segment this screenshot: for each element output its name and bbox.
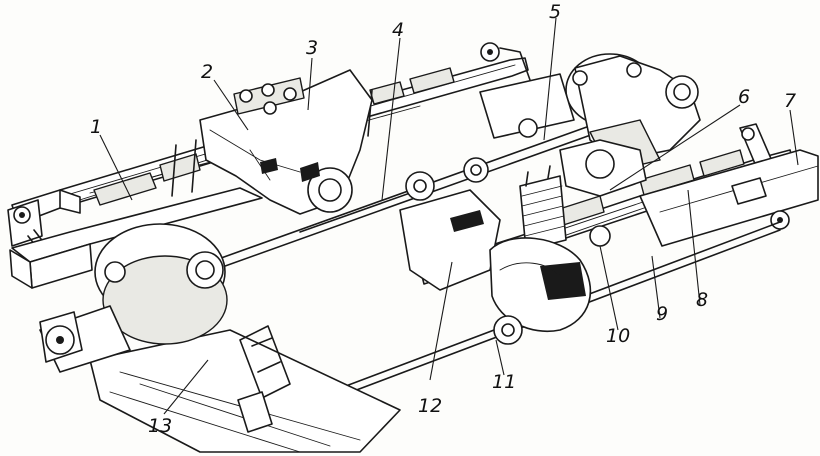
label-11: 11 (492, 371, 516, 393)
label-10: 10 (606, 325, 630, 347)
rear-differential (479, 53, 701, 173)
balancer-bracket (199, 69, 373, 215)
label-3: 3 (306, 37, 318, 59)
leader-lines (99, 17, 799, 415)
label-12: 12 (418, 395, 442, 417)
label-1: 1 (90, 116, 102, 138)
label-6: 6 (738, 86, 750, 108)
left-frame-rail (9, 187, 263, 289)
callout-labels: 1 2 3 4 5 6 7 8 9 10 11 12 13 (90, 1, 796, 437)
middle-axle-hub (399, 139, 647, 345)
label-8: 8 (696, 289, 708, 311)
front-axle-housing (39, 223, 401, 453)
label-7: 7 (784, 90, 796, 112)
label-13: 13 (148, 415, 172, 437)
label-5: 5 (549, 1, 561, 23)
label-9: 9 (656, 303, 668, 325)
label-4: 4 (392, 19, 404, 41)
label-2: 2 (201, 61, 213, 83)
